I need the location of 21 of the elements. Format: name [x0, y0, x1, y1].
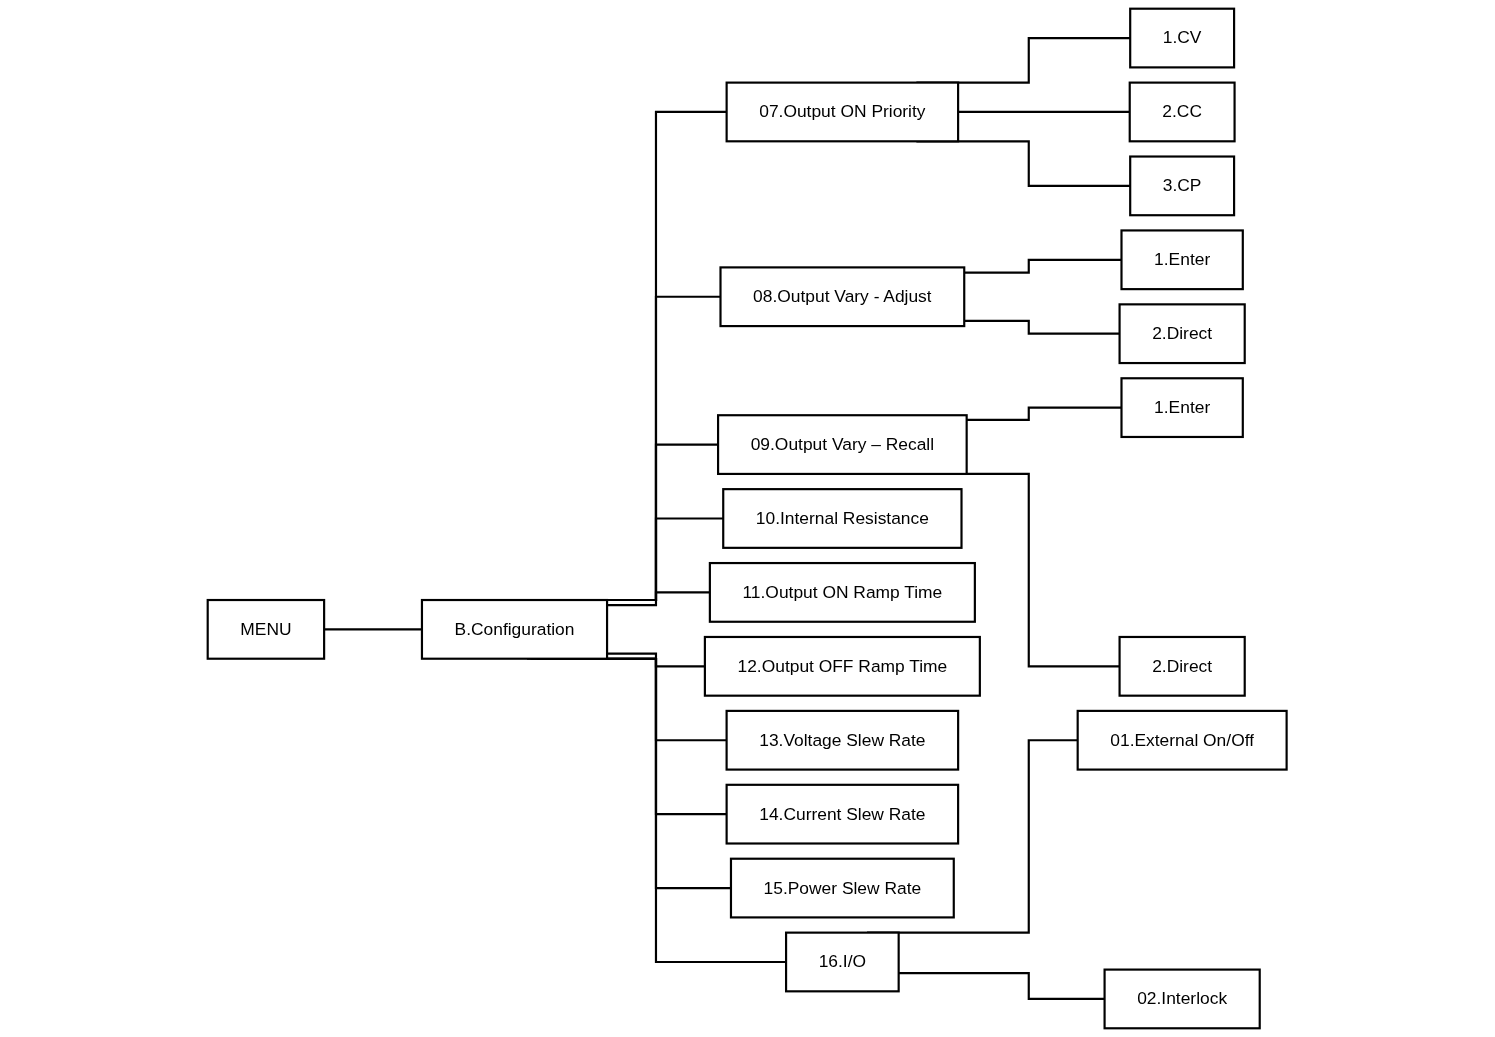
node-box: 11.Output ON Ramp Time — [709, 561, 977, 623]
node-box: MENU — [206, 598, 326, 660]
node-box: 13.Voltage Slew Rate — [725, 709, 960, 771]
node-box: 1.CV — [1129, 7, 1236, 69]
node-box: 2.Direct — [1118, 635, 1247, 697]
node-box: 10.Internal Resistance — [722, 488, 963, 549]
node-box: 07.Output ON Priority — [725, 81, 960, 143]
node-box: B.Configuration — [421, 598, 609, 660]
node-box: 1.Enter — [1120, 229, 1245, 291]
node-box: 12.Output OFF Ramp Time — [704, 635, 982, 697]
node-box: 01.External On/Off — [1076, 709, 1289, 771]
node-box: 16.I/O — [785, 931, 901, 993]
node-box: 14.Current Slew Rate — [725, 783, 960, 845]
node-box: 02.Interlock — [1103, 968, 1262, 1030]
node-box: 2.Direct — [1118, 303, 1247, 365]
node-box: 15.Power Slew Rate — [730, 857, 956, 919]
node-box: 2.CC — [1129, 81, 1236, 143]
node-box: 09.Output Vary – Recall — [717, 414, 969, 475]
node-box: 3.CP — [1129, 155, 1236, 217]
node-box: 1.Enter — [1120, 377, 1245, 439]
node-box: 08.Output Vary - Adjust — [719, 266, 966, 328]
